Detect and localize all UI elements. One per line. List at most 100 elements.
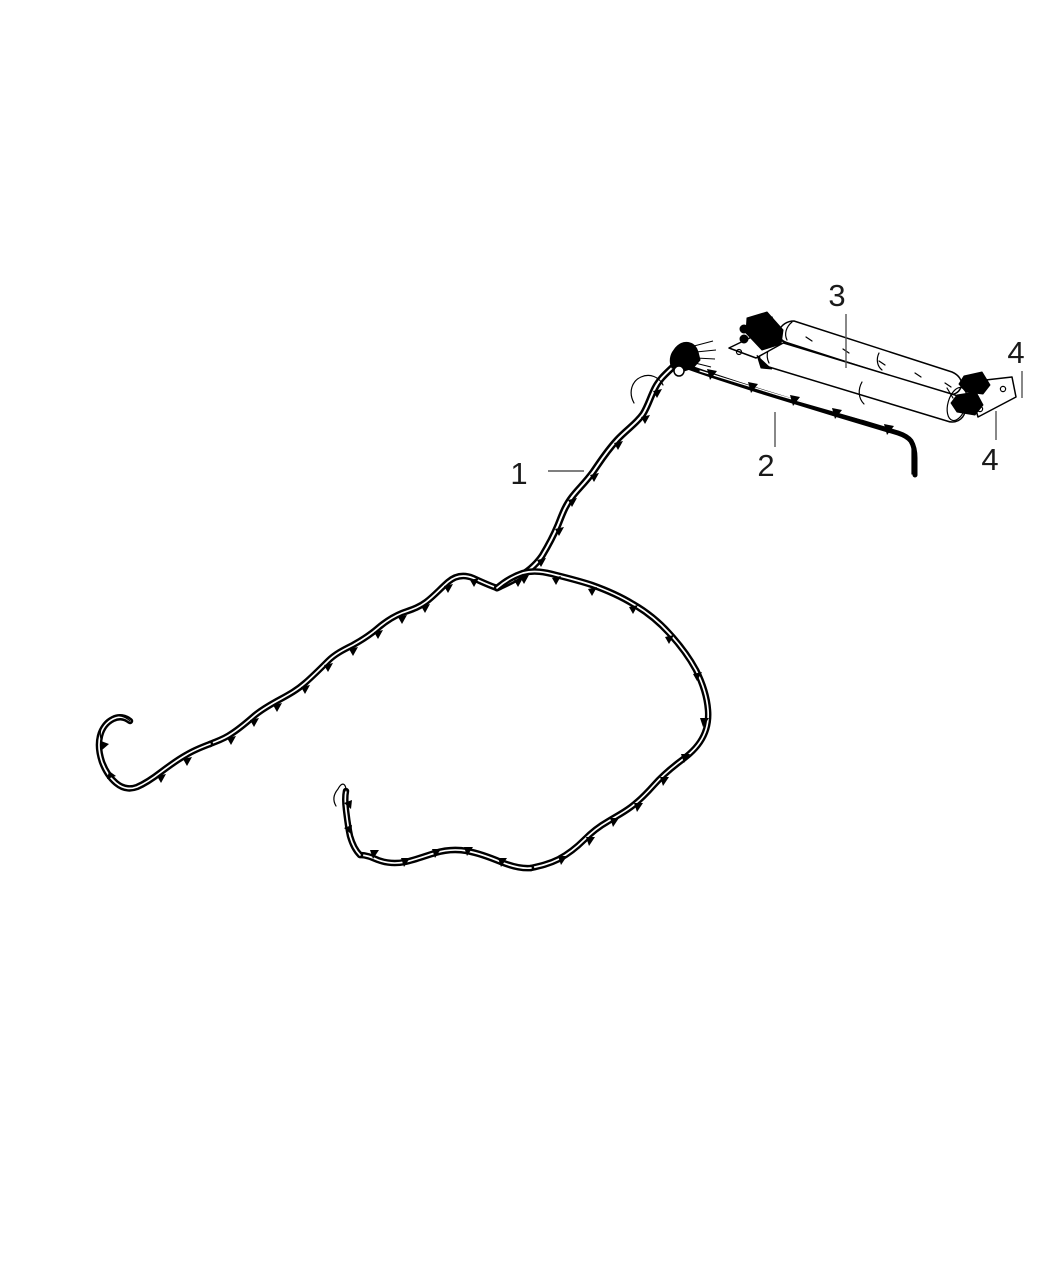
harness-left-hook-tip (99, 715, 131, 740)
harness-loop-top-left-hl (209, 575, 498, 745)
bracket-left-hole (735, 348, 743, 356)
harness-clip (344, 800, 352, 809)
harness-clip (700, 718, 709, 727)
harness-clip (641, 415, 650, 424)
canister-tick (914, 372, 922, 378)
harness-clip (590, 473, 599, 482)
harness-clip (398, 615, 407, 624)
bracket-right-clamp-upper-face (967, 375, 985, 389)
harness-clip (693, 672, 702, 681)
harness-loop-right (493, 568, 712, 872)
connector-pigtail (695, 357, 716, 360)
harness-clip (568, 498, 577, 507)
connector-body (669, 341, 701, 372)
part-4-bracket-right[interactable] (946, 371, 1017, 418)
canister-tick (944, 382, 952, 388)
callout-label-3: 3 (828, 278, 845, 313)
jumper-clip-group (707, 369, 894, 435)
harness-clip (421, 604, 430, 613)
harness-left-branch-hl (98, 716, 211, 790)
harness-clip (537, 558, 546, 567)
part-1-main-wiring-harness[interactable] (95, 340, 717, 872)
harness-clip-group-upper (514, 389, 662, 587)
harness-clip (227, 736, 236, 745)
harness-clip (634, 803, 643, 812)
harness-clip (324, 663, 333, 672)
part-3-fuel-vapor-canister[interactable] (758, 320, 970, 423)
harness-clip (344, 825, 352, 834)
bracket-left-valve-face (753, 316, 779, 341)
part-2-jumper-harness[interactable] (685, 364, 918, 478)
jumper-clip (748, 382, 758, 393)
connector-pigtail (693, 340, 714, 347)
harness-clip (588, 587, 597, 596)
bracket-right-hole (999, 385, 1007, 393)
callout-label-1: 1 (510, 456, 527, 491)
canister-tick (805, 336, 813, 342)
harness-clip (498, 858, 507, 867)
harness-clip (107, 771, 116, 779)
jumper-clip (832, 408, 842, 419)
harness-clip (665, 635, 674, 644)
harness-clip (552, 576, 561, 585)
harness-clip (464, 847, 473, 856)
harness-second-hook-run-hl (344, 790, 361, 856)
connector-pigtail (694, 362, 712, 368)
bracket-right-tab (946, 387, 954, 399)
canister-front-seam (858, 381, 865, 405)
harness-clip-group-left-branch (101, 741, 192, 783)
harness-clip (520, 575, 529, 584)
harness-clip (183, 757, 192, 766)
connector-pigtail (695, 349, 717, 353)
harness-clip (660, 777, 669, 786)
harness-clip (349, 647, 358, 656)
callout-label-4-upper: 4 (1007, 335, 1024, 370)
harness-loop-right-hl (496, 570, 710, 869)
harness-service-loop (630, 374, 664, 404)
bracket-right-clamp-lower-face (959, 395, 978, 409)
callout-label-4-lower: 4 (981, 442, 998, 477)
harness-clip (653, 389, 662, 398)
harness-clip (629, 605, 638, 614)
bracket-left-strap (756, 354, 773, 370)
canister-tick (878, 360, 886, 366)
harness-clip-group-right (520, 575, 709, 865)
harness-clip (614, 441, 623, 450)
callouts-layer: 1 2 3 4 4 (510, 278, 1024, 491)
harness-clip (157, 774, 166, 783)
part-4-bracket-left[interactable] (728, 311, 786, 370)
harness-clip (250, 718, 259, 727)
harness-connector-breakout[interactable] (669, 340, 717, 377)
harness-clip (301, 685, 310, 694)
bracket-right-clamp-lower (950, 391, 984, 416)
harness-clip (273, 703, 282, 712)
harness-clip (681, 754, 690, 763)
callout-label-2: 2 (757, 448, 774, 483)
harness-clip (555, 527, 564, 536)
harness-loop-top-left (206, 572, 501, 748)
jumper-wire (685, 364, 918, 478)
harness-clip-group-top-left (227, 578, 479, 745)
jumper-clip (790, 395, 800, 406)
harness-clip (444, 584, 453, 593)
jumper-clip (884, 424, 894, 435)
harness-upper-run-hl (496, 363, 677, 589)
bracket-right-clamp-upper (958, 371, 991, 395)
harness-second-hook-tip (333, 783, 347, 807)
harness-clip (586, 837, 595, 846)
bracket-left-stud (739, 334, 749, 344)
harness-clip (374, 630, 383, 639)
harness-clip (558, 856, 567, 865)
bracket-left-stud (739, 324, 749, 334)
harness-clip-group-bottom (344, 800, 507, 867)
harness-clip (101, 741, 109, 750)
jumper-clip (707, 369, 717, 380)
harness-clip (610, 818, 619, 827)
harness-clip (370, 850, 379, 859)
harness-clip (514, 578, 523, 587)
canister-rear-end-cap (785, 321, 793, 341)
canister-rear-seam (876, 352, 883, 371)
harness-clip (432, 849, 441, 858)
